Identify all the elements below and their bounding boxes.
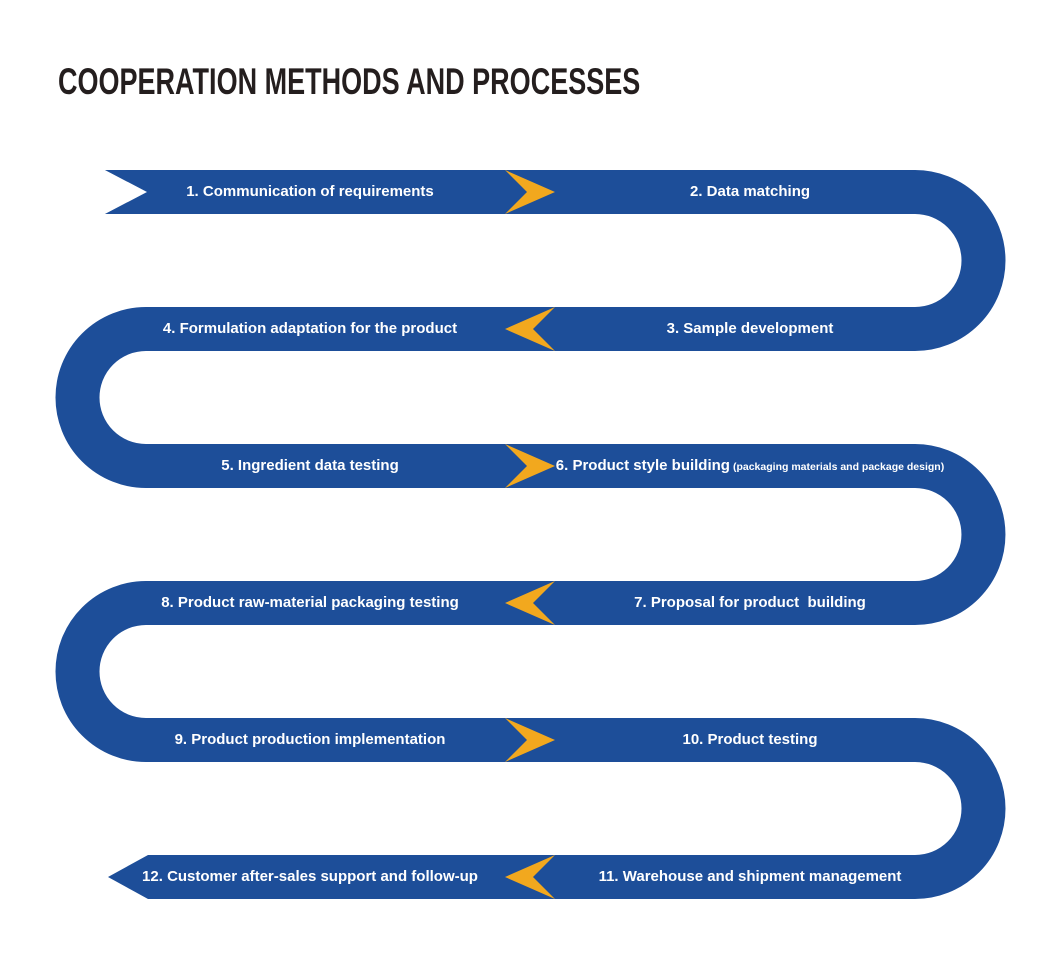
step-5-label: 5. Ingredient data testing <box>221 457 399 474</box>
step-1-label: 1. Communication of requirements <box>186 183 434 200</box>
step-6-label: 6. Product style building(packaging mate… <box>548 444 952 488</box>
chevron-left-icon <box>505 581 555 625</box>
step-4-label: 4. Formulation adaptation for the produc… <box>162 320 458 337</box>
step-10-label: 10. Product testing <box>682 731 818 748</box>
step-8-label: 8. Product raw-material packaging testin… <box>161 594 459 611</box>
chevron-left-icon <box>505 855 555 899</box>
step-11-label: 11. Warehouse and shipment management <box>598 868 902 885</box>
step-6-label-main: 6. Product style building <box>555 457 730 474</box>
step-7-label: 7. Proposal for product building <box>634 594 866 611</box>
ribbon-end-arrowhead-icon <box>108 855 148 899</box>
step-6-label-note: (packaging materials and package design) <box>732 461 945 473</box>
ribbon-path <box>55 170 1006 899</box>
step-2-label: 2. Data matching <box>689 183 811 200</box>
step-9-label: 9. Product production implementation <box>174 731 446 748</box>
step-12-label: 12. Customer after-sales support and fol… <box>142 868 478 885</box>
chevron-right-icon <box>505 718 555 762</box>
ribbon-start-notch <box>103 169 147 215</box>
chevron-left-icon <box>505 307 555 351</box>
page-title: COOPERATION METHODS AND PROCESSES <box>58 61 641 102</box>
chevron-right-icon <box>505 170 555 214</box>
step-3-label: 3. Sample development <box>666 320 834 337</box>
chevron-right-icon <box>505 444 555 488</box>
